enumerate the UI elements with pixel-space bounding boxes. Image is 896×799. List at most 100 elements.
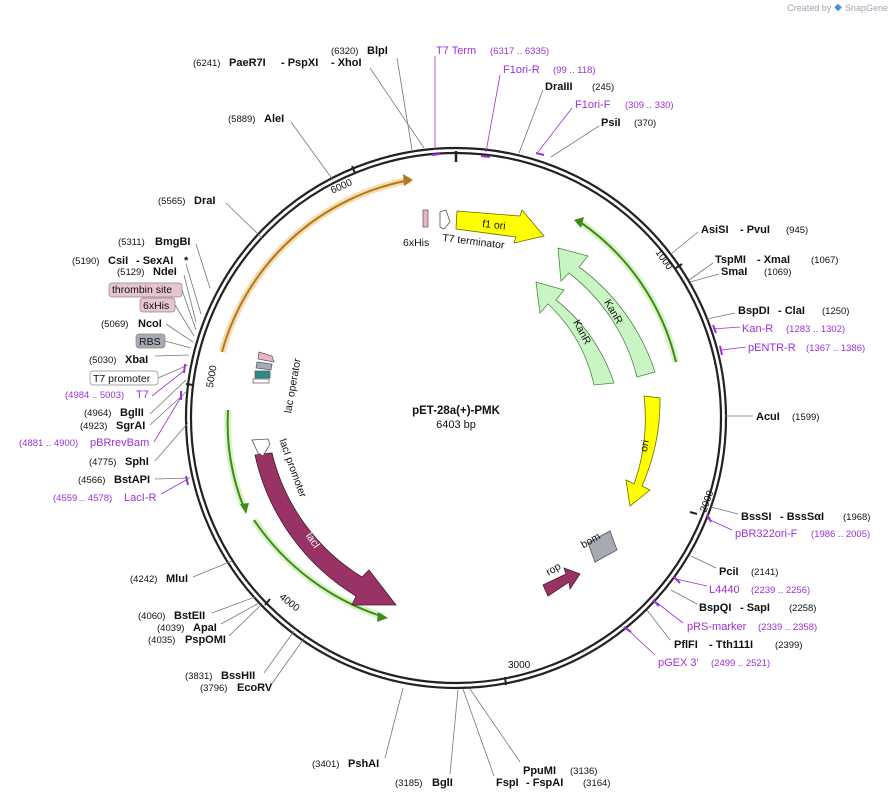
primer-laci-r[interactable]: (4559 .. 4578) LacI-R (53, 475, 189, 504)
primer-pbrrevbam[interactable]: (4881 .. 4900) pBRrevBam (19, 391, 182, 449)
rop-label: rop (544, 560, 563, 578)
primer-pbrrevbam-pos: (4881 .. 4900) (19, 438, 78, 449)
site-blpi-name: BlpI (367, 45, 388, 57)
site-bmgbi[interactable]: (5311) BmgBI (118, 236, 211, 289)
primer-prs-marker[interactable]: pRS-marker (2339 .. 2358) (652, 599, 817, 633)
site-sexai-group[interactable]: (5190) CsiI - SexAI * (72, 255, 202, 315)
site-smai[interactable]: SmaI (1069) (689, 266, 791, 283)
site-bsshii[interactable]: (3831) BssHII (185, 630, 295, 682)
primer-l4440[interactable]: L4440 (2239 .. 2256) (673, 576, 810, 596)
feature-ori[interactable]: ori (625, 395, 661, 507)
site-acui[interactable]: AcuI (1599) (725, 411, 819, 423)
feature-rop[interactable]: rop (542, 560, 581, 597)
boxed-rbs[interactable]: RBS (135, 333, 192, 349)
tick-5000: 5000 (185, 364, 220, 389)
site-bgli[interactable]: (3185) BglI (395, 689, 459, 789)
boxed-his6[interactable]: 6xHis (139, 297, 195, 337)
site-pvui-group[interactable]: AsiSI - PvuI (945) (670, 224, 808, 255)
backbone-outer-ring (184, 146, 728, 690)
tick-label-5000: 5000 (205, 364, 220, 388)
tick-label-3000: 3000 (508, 660, 531, 671)
site-pspxi-name: - PspXI (281, 57, 318, 69)
site-drai[interactable]: (5565) DraI (158, 195, 263, 239)
site-ndei-name: NdeI (153, 266, 177, 278)
site-sphi-pos: (4775) (89, 457, 116, 468)
primer-f1ori-r[interactable]: F1ori-R (99 .. 118) (480, 64, 596, 158)
orf-orange-arc (221, 179, 411, 353)
site-xmai-name: - XmaI (757, 254, 790, 266)
site-fspi-name: FspI (496, 777, 519, 789)
site-ppumi-name: PpuMI (523, 765, 556, 777)
site-ncoi[interactable]: (5069) NcoI (101, 318, 194, 343)
site-sphi[interactable]: (4775) SphI (89, 422, 189, 468)
site-xmai-group[interactable]: TspMI - XmaI (1067) (688, 254, 838, 281)
site-ppumi-pos: (3136) (570, 766, 597, 777)
site-bstapi[interactable]: (4566) BstAPI (78, 474, 191, 486)
site-ppumi[interactable]: PpuMI (3136) (469, 688, 597, 777)
site-mlui[interactable]: (4242) MluI (130, 560, 233, 585)
site-alei[interactable]: (5889) AleI (228, 113, 334, 181)
feature-f1-ori[interactable]: f1 ori (455, 209, 545, 244)
site-bspdi-name: BspDI (738, 305, 770, 317)
site-bsteii-name: BstEII (174, 610, 205, 622)
primer-t7[interactable]: (4984 .. 5003) T7 (65, 363, 186, 401)
site-ecorv-name: EcoRV (237, 682, 273, 694)
site-tspmi-name: TspMI (715, 254, 746, 266)
orf-green-left-arrowhead (240, 503, 249, 514)
site-sapi-group[interactable]: BspQI - SapI (2258) (670, 589, 816, 614)
primer-kan-r[interactable]: Kan-R (1283 .. 1302) (712, 323, 845, 335)
site-blpi[interactable]: (6320) BlpI (331, 45, 413, 151)
tick-label-6000: 6000 (329, 177, 354, 196)
site-ecorv[interactable]: (3796) EcoRV (200, 636, 306, 694)
site-pspomi[interactable]: (4035) PspOMI (148, 604, 262, 646)
feature-lac-operator[interactable]: lac operator (252, 351, 304, 414)
site-pspomi-pos: (4035) (148, 635, 175, 646)
site-xbai[interactable]: (5030) XbaI (89, 354, 190, 366)
site-tth111i-group[interactable]: PflFI - Tth111I (2399) (646, 609, 802, 651)
primer-l4440-pos: (2239 .. 2256) (751, 585, 810, 596)
site-mlui-name: MluI (166, 573, 188, 585)
site-pshai[interactable]: (3401) PshAI (312, 687, 404, 770)
site-fspi-group[interactable]: FspI - FspAI (3164) (462, 688, 610, 789)
site-ndei[interactable]: (5129) NdeI (117, 266, 197, 323)
site-psii-name: PsiI (601, 117, 621, 129)
primer-t7-pos: (4984 .. 5003) (65, 390, 124, 401)
feature-kanr-outer[interactable]: KanR (557, 247, 656, 378)
site-ndei-pos: (5129) (117, 267, 144, 278)
site-tth111i-name: - Tth111I (709, 639, 753, 651)
tick-3000: 3000 (504, 660, 531, 686)
site-bglii[interactable]: (4964) BglII (84, 379, 187, 419)
feature-bom[interactable]: bom (579, 530, 618, 563)
site-sapi-pos: (2258) (789, 603, 816, 614)
site-pcii[interactable]: PciI (2141) (690, 555, 778, 578)
boxed-t7-promoter[interactable]: T7 promoter (89, 364, 189, 386)
primer-pentr-r[interactable]: pENTR-R (1367 .. 1386) (719, 342, 865, 356)
boxed-thrombin[interactable]: thrombin site (108, 282, 197, 331)
site-clai-group[interactable]: BspDI - ClaI (1250) (706, 305, 849, 320)
site-psii[interactable]: PsiI (370) (550, 117, 656, 158)
feature-laci[interactable]: lacI (254, 452, 397, 606)
primer-f1ori-f[interactable]: F1ori-F (309 .. 330) (535, 99, 674, 156)
site-bsssi-group[interactable]: BssSI - BssSαI (1968) (710, 506, 870, 523)
site-alei-name: AleI (264, 113, 284, 125)
site-xhoi-name: - XhoI (331, 57, 362, 69)
site-xhoi-group[interactable]: (6241) PaeR7I - PspXI - XhoI (193, 57, 425, 149)
feature-his6-marker[interactable]: 6xHis (403, 209, 429, 249)
primer-prs-marker-name: pRS-marker (687, 621, 747, 633)
site-smai-pos: (1069) (764, 267, 791, 278)
site-bsteii[interactable]: (4060) BstEII (138, 596, 256, 622)
primer-pgex3[interactable]: pGEX 3' (2499 .. 2521) (623, 626, 770, 669)
tick-label-1000: 1000 (653, 248, 675, 273)
primer-t7-term-name: T7 Term (436, 45, 476, 57)
site-xmai-pos: (1067) (811, 255, 838, 266)
primer-pbr322ori-f[interactable]: pBR322ori-F (1986 .. 2005) (706, 513, 870, 540)
primer-t7-term[interactable]: T7 Term (6317 .. 6335) (431, 45, 549, 156)
site-apai[interactable]: (4039) ApaI (157, 602, 260, 634)
site-draiii[interactable]: DraIII (245) (518, 81, 614, 154)
site-draiii-name: DraIII (545, 81, 573, 93)
primer-t7-term-pos: (6317 .. 6335) (490, 46, 549, 57)
f1-ori-label: f1 ori (482, 218, 506, 232)
site-bglii-pos: (4964) (84, 408, 111, 419)
site-ncoi-name: NcoI (138, 318, 162, 330)
site-bsshii-name: BssHII (221, 670, 255, 682)
